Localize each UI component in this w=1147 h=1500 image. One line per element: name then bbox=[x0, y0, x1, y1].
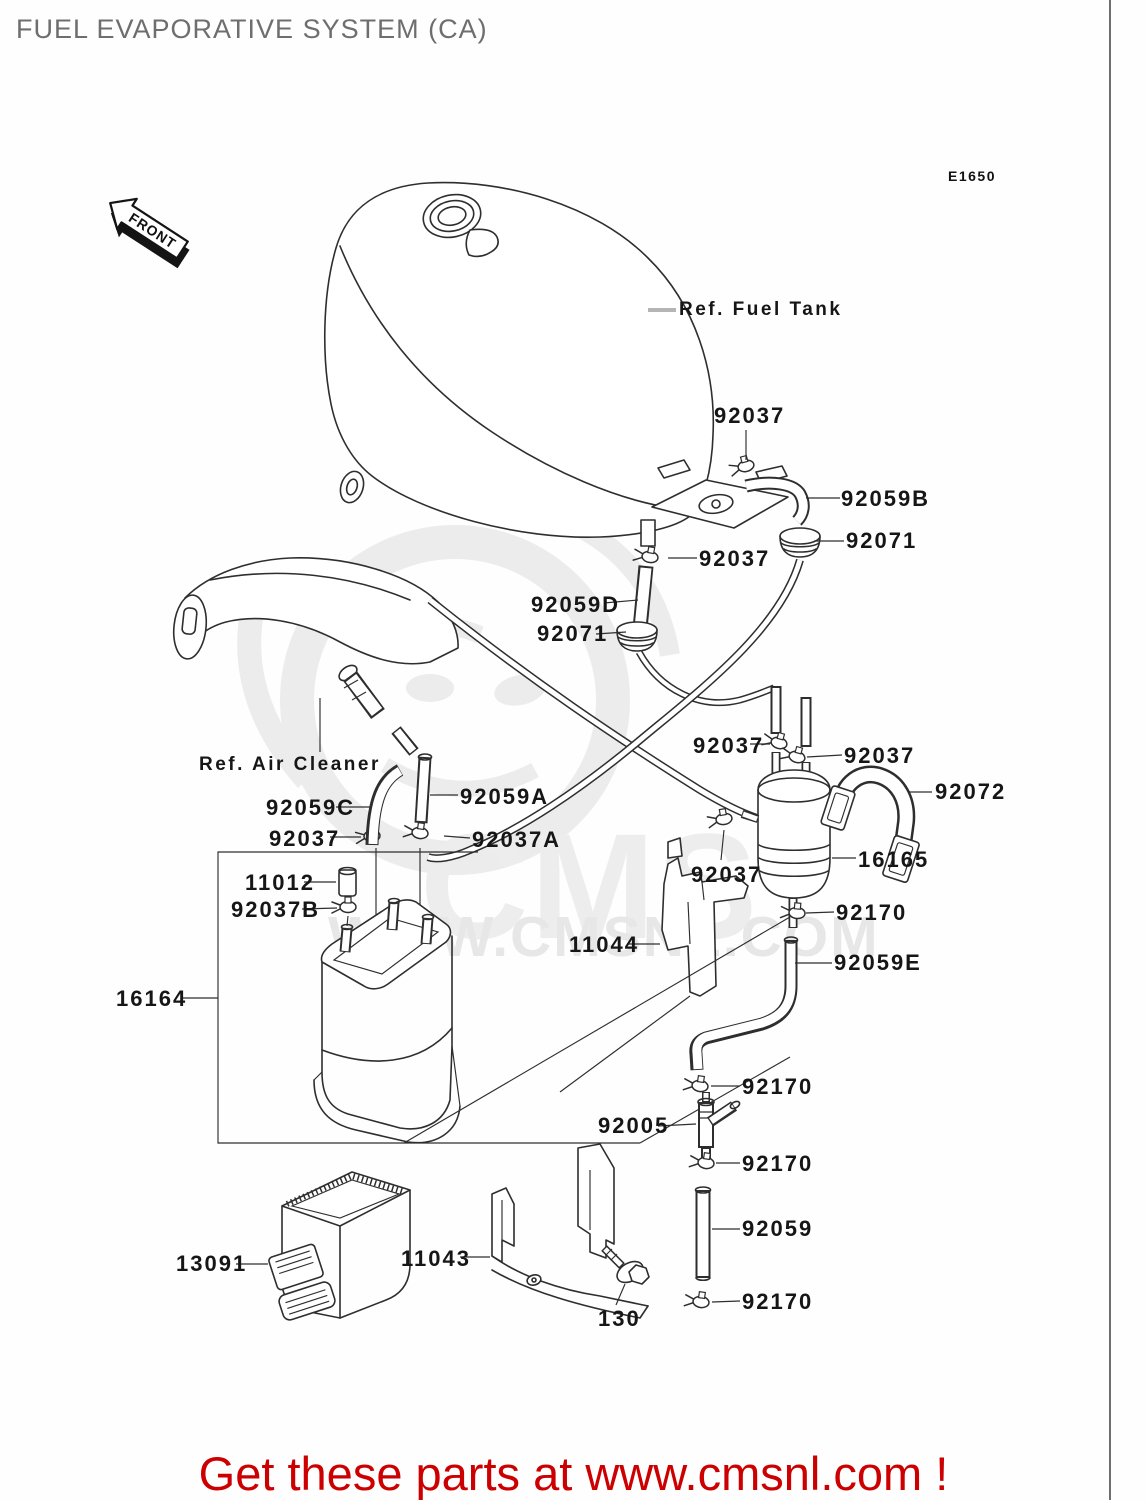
part-label-92005: 92005 bbox=[598, 1113, 670, 1138]
part-label-92037-6: 92037 bbox=[269, 826, 341, 851]
air-cleaner-drawing bbox=[172, 557, 459, 756]
tank-rear-mount bbox=[651, 459, 789, 529]
canister-16164-drawing bbox=[313, 848, 461, 1144]
bracket-11044-drawing bbox=[559, 837, 749, 1093]
part-label-92037a: 92037A bbox=[472, 827, 562, 852]
ref-label-air-cleaner: Ref. Air Cleaner bbox=[199, 754, 381, 775]
part-label-92071-1: 92071 bbox=[846, 528, 918, 553]
part-label-92170-4: 92170 bbox=[742, 1289, 814, 1314]
part-label-11012: 11012 bbox=[245, 870, 315, 895]
canister-case-drawing bbox=[268, 1171, 411, 1321]
vent-cap-right bbox=[779, 527, 821, 558]
part-label-92037-5: 92037 bbox=[691, 862, 763, 887]
bolt-130-drawing bbox=[601, 1245, 650, 1285]
fuel-separator-drawing bbox=[740, 686, 920, 928]
part-label-92059d: 92059D bbox=[531, 592, 621, 617]
gas-cap bbox=[422, 193, 482, 239]
diagram-code: E1650 bbox=[948, 168, 996, 184]
ref-label-fuel-tank: Ref. Fuel Tank bbox=[679, 299, 843, 320]
air-cleaner-hoses bbox=[365, 753, 433, 846]
part-label-92170-3: 92170 bbox=[742, 1151, 814, 1176]
part-label-16165: 16165 bbox=[858, 847, 930, 872]
tank-vent-hose-chain bbox=[426, 476, 821, 863]
page-title: FUEL EVAPORATIVE SYSTEM (CA) bbox=[16, 14, 488, 44]
part-label-92059: 92059 bbox=[742, 1216, 814, 1241]
part-label-92037-2: 92037 bbox=[699, 546, 771, 571]
part-label-92059a: 92059A bbox=[460, 784, 550, 809]
part-label-92037b: 92037B bbox=[231, 897, 321, 922]
part-label-16164: 16164 bbox=[116, 986, 188, 1011]
part-label-92072: 92072 bbox=[935, 779, 1007, 804]
fuel-tank-drawing bbox=[323, 181, 789, 547]
part-label-92059e: 92059E bbox=[834, 950, 922, 975]
separator-holder-drawing bbox=[820, 765, 920, 884]
part-label-13091: 13091 bbox=[176, 1251, 248, 1276]
part-label-92037-1: 92037 bbox=[714, 403, 786, 428]
part-label-92059c: 92059C bbox=[266, 795, 356, 820]
valve-92005-drawing bbox=[697, 1092, 741, 1162]
part-label-92037-3: 92037 bbox=[693, 733, 765, 758]
vent-cap-left bbox=[616, 621, 658, 652]
part-label-92170-2: 92170 bbox=[742, 1074, 814, 1099]
leader-lines bbox=[182, 308, 932, 1306]
part-label-11043: 11043 bbox=[401, 1246, 471, 1271]
part-label-92037-4: 92037 bbox=[844, 743, 916, 768]
bracket-11043-drawing bbox=[491, 1143, 649, 1319]
footer-link[interactable]: Get these parts at www.cmsnl.com ! bbox=[198, 1447, 949, 1500]
part-label-92071-2: 92071 bbox=[537, 621, 609, 646]
part-label-92170-1: 92170 bbox=[836, 900, 908, 925]
part-label-130: 130 bbox=[598, 1306, 641, 1331]
part-label-92059b: 92059B bbox=[841, 486, 931, 511]
lower-hose-chain bbox=[689, 936, 799, 1282]
front-direction-arrow: FRONT bbox=[109, 197, 190, 269]
part-label-11044: 11044 bbox=[569, 932, 639, 957]
